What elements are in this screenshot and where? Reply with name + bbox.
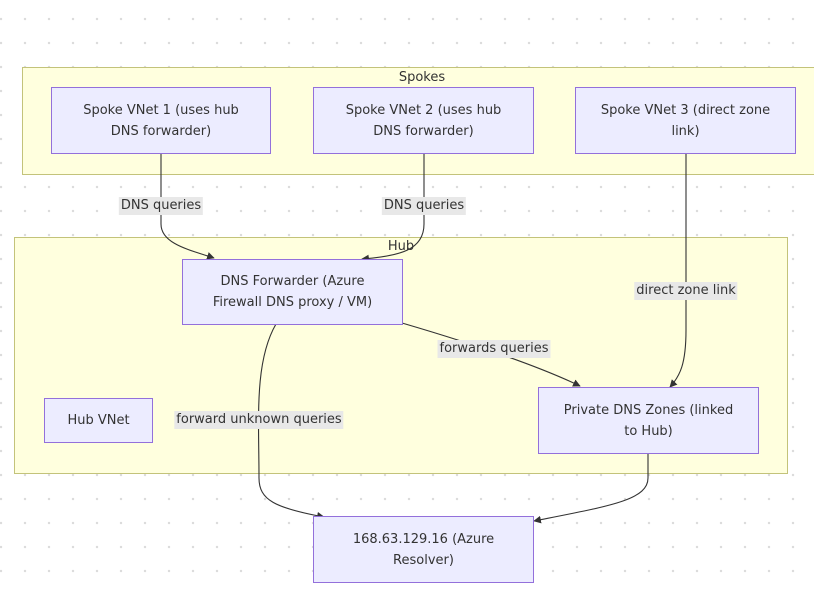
node-spoke-vnet-3-line2: link) [671,123,700,139]
node-private-dns-zones-line1: Private DNS Zones (linked [563,402,734,418]
node-spoke-vnet-3[interactable]: Spoke VNet 3 (direct zone link) [575,87,796,154]
edge-spoke3-to-zones [669,154,687,388]
edge-label-direct-zone-link: direct zone link [634,282,738,300]
edge-zones-to-resolver [533,454,649,524]
node-dns-forwarder[interactable]: DNS Forwarder (Azure Firewall DNS proxy … [182,259,403,325]
node-private-dns-zones[interactable]: Private DNS Zones (linked to Hub) [538,387,759,454]
node-spoke-vnet-1[interactable]: Spoke VNet 1 (uses hub DNS forwarder) [51,87,271,154]
edge-label-spoke1-dns-queries: DNS queries [118,197,204,215]
node-spoke-vnet-2-line1: Spoke VNet 2 (uses hub [345,102,502,118]
edge-forwarder-to-resolver [257,323,325,520]
edge-label-forward-unknown-queries: forward unknown queries [174,411,344,429]
edge-label-spoke2-dns-queries: DNS queries [381,197,467,215]
node-spoke-vnet-2-line2: DNS forwarder) [373,123,474,139]
edge-spoke1-to-forwarder [160,154,215,260]
node-spoke-vnet-1-line2: DNS forwarder) [110,123,212,139]
node-dns-forwarder-line1: DNS Forwarder (Azure [220,274,365,289]
node-hub-vnet[interactable]: Hub VNet [44,398,153,443]
node-spoke-vnet-3-line1: Spoke VNet 3 (direct zone [600,102,771,118]
edge-spoke2-to-forwarder [361,154,425,263]
node-azure-resolver[interactable]: 168.63.129.16 (Azure Resolver) [313,516,534,583]
node-azure-resolver-line1: 168.63.129.16 (Azure [352,531,495,547]
spokes-cluster-title: Spokes [398,70,446,85]
node-private-dns-zones-line2: to Hub) [624,423,673,439]
edge-label-forwards-queries: forwards queries [437,340,551,358]
node-spoke-vnet-2[interactable]: Spoke VNet 2 (uses hub DNS forwarder) [313,87,534,154]
node-spoke-vnet-1-line1: Spoke VNet 1 (uses hub [83,102,239,118]
node-hub-vnet-label: Hub VNet [67,413,130,428]
node-azure-resolver-line2: Resolver) [393,552,454,568]
node-dns-forwarder-line2: Firewall DNS proxy / VM) [212,295,373,310]
